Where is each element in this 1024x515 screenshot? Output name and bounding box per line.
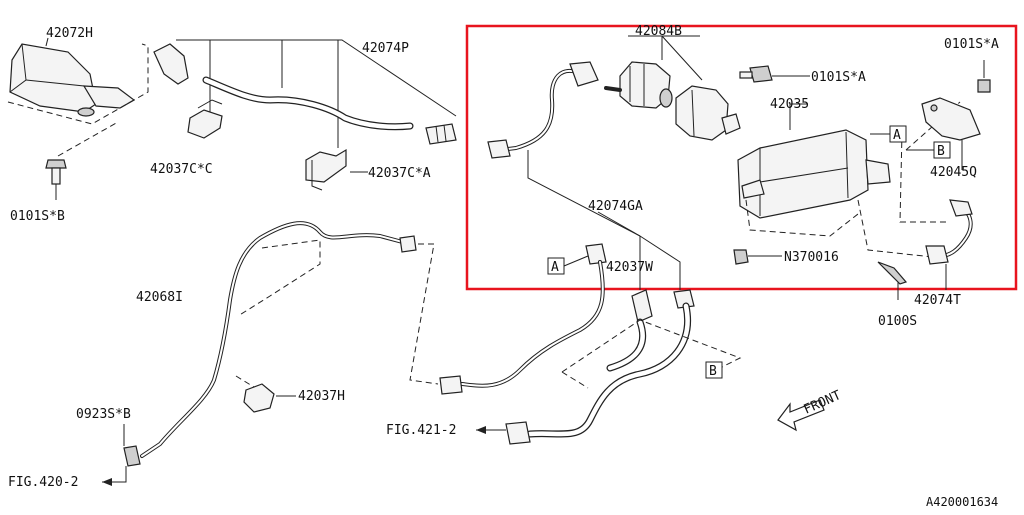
part-42037ca-clip[interactable] (305, 148, 347, 191)
label-0101sb[interactable]: 0101S*B (10, 209, 65, 224)
fig-421-2-link[interactable]: FIG.421-2 (386, 423, 456, 438)
ref-b-label: B (709, 364, 717, 379)
label-42068i[interactable]: 42068I (136, 290, 183, 305)
label-42045q[interactable]: 42045Q (930, 165, 977, 180)
part-42074t-hose[interactable] (925, 199, 973, 265)
label-42037ca[interactable]: 42037C*A (368, 166, 431, 181)
part-0923sb-clip[interactable] (123, 445, 141, 467)
part-42037cc-clip[interactable] (187, 99, 223, 139)
part-42068i-tube[interactable] (140, 221, 417, 458)
ref-box-b-2: B (705, 361, 723, 379)
part-42084b-valve-left[interactable] (604, 61, 673, 109)
ref-a-label: A (551, 260, 559, 275)
part-hose-top[interactable] (487, 61, 599, 159)
part-42074ga-hose[interactable] (439, 243, 607, 395)
label-n370016[interactable]: N370016 (784, 250, 839, 265)
part-42074p-hose[interactable] (153, 43, 457, 145)
ref-b-label: B (937, 144, 945, 159)
part-42035-canister[interactable] (737, 129, 891, 219)
part-42084b-valve-right[interactable] (675, 85, 741, 141)
bolt-0101s-a-mid[interactable] (739, 65, 773, 83)
ref-a-label: A (893, 128, 901, 143)
label-42074ga[interactable]: 42074GA (588, 199, 643, 214)
label-0100s[interactable]: 0100S (878, 314, 917, 329)
part-42072h-filter[interactable] (9, 43, 136, 117)
bolt-0101s-b[interactable] (45, 159, 67, 185)
part-42037h-clip[interactable] (243, 383, 275, 413)
label-42035[interactable]: 42035 (770, 97, 809, 112)
label-0923sb[interactable]: 0923S*B (76, 407, 131, 422)
label-42072h[interactable]: 42072H (46, 26, 93, 41)
front-arrow-icon (777, 399, 825, 432)
highlight-box (465, 24, 1018, 291)
part-hose-lower[interactable] (505, 302, 691, 445)
nut-n370016[interactable] (733, 249, 749, 265)
label-42074p[interactable]: 42074P (362, 41, 409, 56)
drawing-number: A420001634 (926, 495, 998, 509)
part-42045q-bracket[interactable] (921, 97, 981, 141)
label-42074t[interactable]: 42074T (914, 293, 961, 308)
label-0101sa-mid[interactable]: 0101S*A (811, 70, 866, 85)
ref-box-b-1: B (933, 141, 951, 159)
label-42037cc[interactable]: 42037C*C (150, 162, 213, 177)
ref-box-a-2: A (547, 257, 565, 275)
label-0101sa-top[interactable]: 0101S*A (944, 37, 999, 52)
front-label: FRONT (802, 388, 844, 418)
label-42037w[interactable]: 42037W (606, 260, 653, 275)
fig-420-2-link[interactable]: FIG.420-2 (8, 475, 78, 490)
ref-box-a-1: A (889, 125, 907, 143)
part-42037w-clamp[interactable] (631, 289, 695, 323)
label-42037h[interactable]: 42037H (298, 389, 345, 404)
bolt-0101s-a-top[interactable] (977, 79, 991, 93)
label-42084b[interactable]: 42084B (635, 24, 682, 39)
bolt-0100s[interactable] (877, 261, 908, 285)
